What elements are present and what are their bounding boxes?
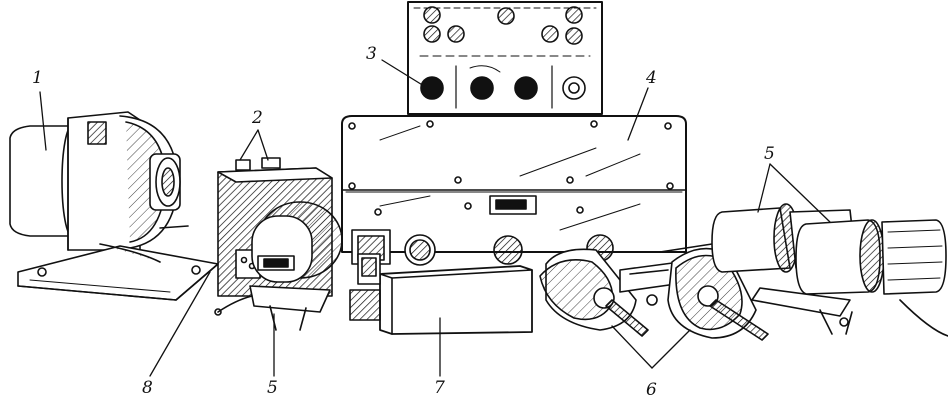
- leader-6b: [651, 329, 691, 369]
- leader-2a: [239, 129, 259, 161]
- motor-unit-1: [9, 111, 219, 301]
- callout-label-5-right: 5: [764, 144, 775, 164]
- callout-label-5-bottom: 5: [267, 378, 278, 398]
- callout-label-8: 8: [142, 378, 153, 398]
- leader-4: [627, 87, 649, 141]
- callout-label-2: 2: [252, 108, 263, 128]
- connector-block-7: [349, 253, 533, 335]
- callout-label-6: 6: [646, 380, 657, 400]
- callout-label-7: 7: [434, 378, 445, 398]
- leader-2b: [257, 129, 269, 161]
- leader-8: [149, 271, 211, 377]
- leader-1: [39, 91, 47, 151]
- motor-unit-5-left: [214, 201, 343, 331]
- main-cabinet-4: [341, 115, 687, 266]
- callout-label-1: 1: [32, 68, 43, 88]
- leader-5-right-b: [769, 163, 831, 223]
- leader-3: [381, 59, 425, 87]
- rotary-units-6: [539, 243, 769, 341]
- callout-label-3: 3: [366, 44, 377, 64]
- callout-label-4: 4: [646, 68, 657, 88]
- motor-unit-5-right: [711, 203, 948, 337]
- leader-5-right-a: [757, 163, 771, 213]
- leader-6a: [611, 325, 653, 369]
- leader-lines: [39, 59, 831, 377]
- control-panel-3: [407, 1, 603, 115]
